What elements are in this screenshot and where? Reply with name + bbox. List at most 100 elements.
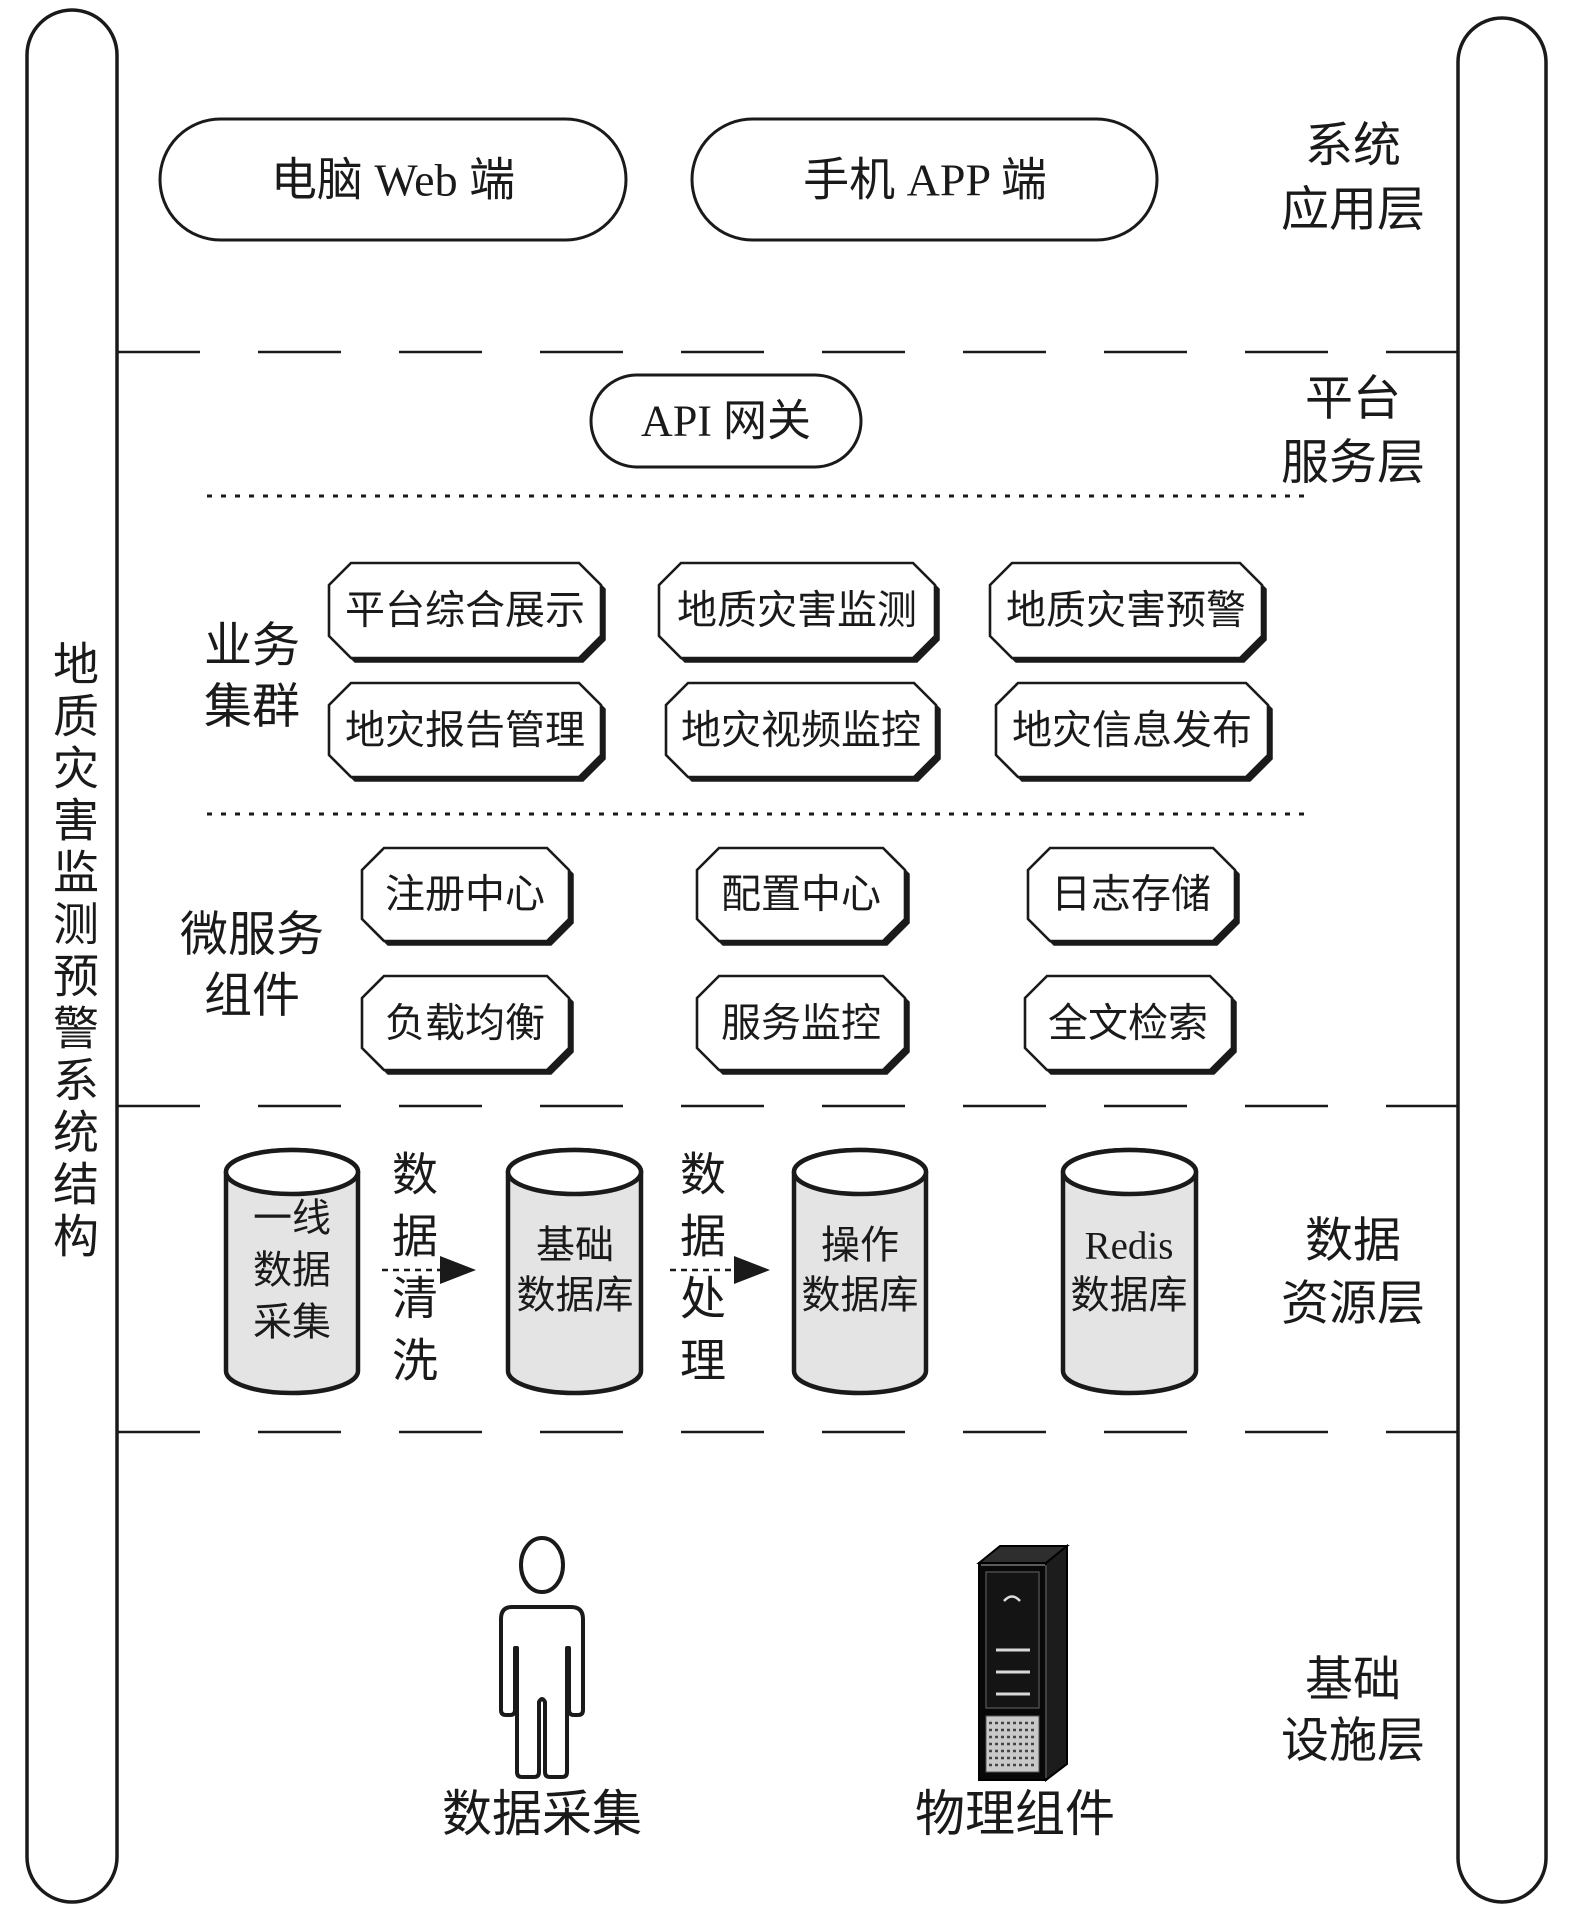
server-logo-mark: [1003, 1595, 1021, 1602]
cylinder-top: [1060, 1147, 1199, 1197]
layer-label-infrastructure: 基础 设施层: [1281, 1654, 1425, 1768]
box-frame: [664, 681, 938, 779]
data-store-operational-db: 操作 数据库: [791, 1147, 929, 1396]
microservice-components-label: 微服务 组件: [180, 909, 324, 1023]
business-service-box: 地质灾害预警: [988, 561, 1267, 663]
microservice-box: 配置中心: [695, 846, 910, 946]
layer-label-line: 平台: [1305, 373, 1401, 426]
business-service-box: 平台综合展示: [327, 561, 606, 663]
data-store-label-line: 数据库: [801, 1275, 918, 1318]
layer-label-line: 基础: [1305, 1654, 1401, 1707]
person-icon: [499, 1536, 585, 1779]
layer-label-line: 数据: [1305, 1215, 1401, 1268]
server-icon: [976, 1543, 1070, 1783]
data-store-base-db: 基础 数据库: [505, 1147, 644, 1396]
cylinder-top: [505, 1147, 644, 1197]
group-label-line: 微服务: [180, 909, 324, 962]
business-service-label: 地质灾害监测: [677, 588, 917, 633]
group-label-line: 业务: [204, 620, 300, 673]
cylinder-top: [791, 1147, 929, 1197]
microservice-label: 注册中心: [385, 872, 545, 917]
client-mobile-label: 手机 APP 端: [803, 155, 1047, 206]
system-structure-title: 地质灾害监测预警系统结构: [47, 640, 98, 1264]
cylinder-top: [223, 1147, 361, 1197]
business-service-box: 地灾视频监控: [664, 681, 941, 782]
microservice-label: 配置中心: [721, 872, 881, 917]
client-web-label: 电脑 Web 端: [271, 155, 515, 206]
business-service-box: 地灾信息发布: [994, 681, 1273, 782]
business-cluster-label: 业务 集群: [204, 620, 300, 734]
layer-label-line: 设施层: [1281, 1715, 1425, 1768]
microservice-box: 日志存储: [1026, 846, 1240, 946]
group-label-line: 组件: [204, 970, 300, 1023]
server-side-face: [1045, 1543, 1068, 1783]
layer-label-line: 资源层: [1281, 1278, 1425, 1331]
data-store-label-line: 数据库: [516, 1275, 633, 1318]
box-frame: [360, 974, 571, 1072]
box-frame: [1026, 846, 1237, 943]
data-store-label-line: 基础: [536, 1225, 614, 1268]
business-service-label: 地灾信息发布: [1012, 708, 1252, 753]
box-frame: [657, 561, 937, 660]
infrastructure-label-physical-components: 物理组件: [915, 1786, 1115, 1842]
microservice-box: 注册中心: [360, 846, 574, 946]
flow-label-processing: 数据处理: [674, 1150, 725, 1398]
left-title-bar: [25, 8, 119, 1904]
layer-label-line: 应用层: [1281, 184, 1425, 237]
flow-arrow-head: [440, 1256, 476, 1284]
client-web-frame: [158, 117, 628, 242]
microservice-label: 服务监控: [721, 1001, 881, 1046]
box-frame: [994, 681, 1270, 779]
box-frame: [695, 974, 907, 1072]
server-front-panel: [985, 1571, 1040, 1709]
flow-label-cleaning: 数据清洗: [386, 1150, 437, 1398]
client-web: 电脑 Web 端: [158, 117, 628, 242]
api-gateway: API 网关: [589, 373, 863, 469]
server-vent: [985, 1715, 1040, 1773]
layer-label-line: 服务层: [1281, 437, 1425, 490]
microservice-label: 负载均衡: [385, 1001, 545, 1046]
person-body: [499, 1605, 585, 1779]
box-frame: [1023, 974, 1234, 1072]
business-service-box: 地质灾害监测: [657, 561, 940, 663]
right-layer-bar: [1456, 16, 1548, 1904]
data-store-label-line: 数据库: [1070, 1275, 1187, 1318]
data-store-label-line: 一线: [253, 1198, 331, 1241]
group-label-line: 集群: [204, 681, 300, 734]
layer-label-data: 数据 资源层: [1281, 1215, 1425, 1331]
business-service-box: 地灾报告管理: [327, 681, 606, 782]
layer-label-platform: 平台 服务层: [1281, 373, 1425, 490]
data-store-raw-collection: 一线 数据 采集: [223, 1147, 361, 1396]
api-gateway-label: API 网关: [641, 397, 811, 446]
client-mobile-frame: [690, 117, 1159, 242]
data-store-label-line: 操作: [821, 1225, 899, 1268]
flow-arrow-processing: [670, 1256, 770, 1284]
infrastructure-label-data-collection: 数据采集: [442, 1786, 642, 1842]
microservice-box: 全文检索: [1023, 974, 1237, 1075]
layer-label-application: 系统 应用层: [1281, 120, 1425, 237]
person-head: [519, 1536, 565, 1594]
microservice-box: 服务监控: [695, 974, 910, 1075]
data-store-label-line: 数据: [253, 1250, 331, 1293]
box-frame: [327, 561, 603, 660]
box-frame: [327, 681, 603, 779]
microservice-label: 日志存储: [1051, 872, 1211, 917]
microservice-box: 负载均衡: [360, 974, 574, 1075]
flow-arrow-head: [734, 1256, 770, 1284]
flow-arrow-cleaning: [382, 1256, 476, 1284]
business-service-label: 地灾视频监控: [681, 708, 921, 753]
data-store-label-line: Redis: [1085, 1225, 1174, 1268]
business-service-label: 地灾报告管理: [345, 708, 585, 753]
business-service-label: 平台综合展示: [345, 588, 585, 633]
box-frame: [988, 561, 1264, 660]
layer-label-line: 系统: [1305, 120, 1401, 173]
microservice-label: 全文检索: [1048, 1001, 1208, 1046]
data-store-redis-db: Redis 数据库: [1060, 1147, 1199, 1396]
box-frame: [360, 846, 571, 943]
client-mobile-app: 手机 APP 端: [690, 117, 1159, 242]
business-service-label: 地质灾害预警: [1006, 588, 1246, 633]
box-frame: [695, 846, 907, 943]
data-store-label-line: 采集: [253, 1302, 331, 1345]
